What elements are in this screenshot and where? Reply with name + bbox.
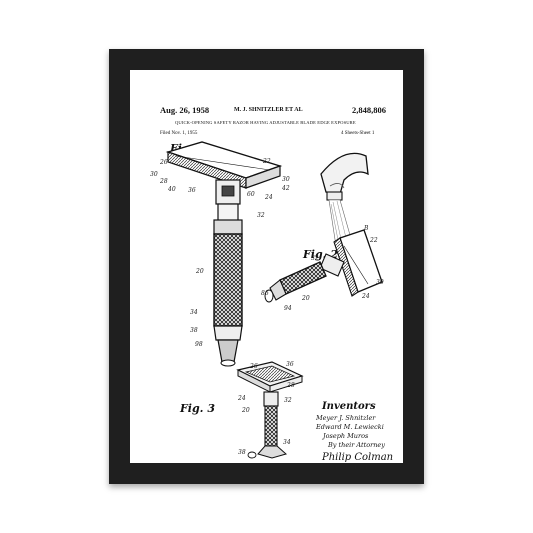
svg-text:34: 34 [283, 439, 291, 446]
svg-text:26: 26 [249, 363, 258, 370]
svg-text:32: 32 [257, 212, 265, 219]
svg-text:20: 20 [241, 407, 250, 414]
fig1-reference-numbers: 22 26 30 30 28 40 36 42 60 24 32 20 34 3… [150, 158, 290, 348]
fig2-reference-numbers: B 22 32 20 86 94 24 30 [261, 225, 384, 312]
fig3-razor [236, 361, 304, 459]
svg-text:38: 38 [190, 327, 198, 334]
fig2-razor [264, 229, 383, 303]
svg-text:22: 22 [369, 237, 378, 244]
svg-text:38: 38 [238, 449, 246, 456]
svg-text:86: 86 [261, 290, 269, 297]
fig3-reference-numbers: 26 36 24 28 32 34 38 20 [237, 361, 295, 456]
svg-text:28: 28 [286, 382, 295, 389]
svg-text:20: 20 [301, 295, 310, 302]
svg-text:22: 22 [262, 158, 271, 165]
svg-text:30: 30 [150, 171, 158, 178]
patent-print: Aug. 26, 1958 M. J. SHNITZLER ET AL 2,84… [130, 70, 403, 463]
patent-number: 2,848,806 [352, 105, 386, 115]
inventor-name-1: Meyer J. Shnitzler [316, 414, 376, 422]
patent-date: Aug. 26, 1958 [160, 105, 210, 115]
svg-text:B: B [363, 225, 369, 232]
svg-text:60: 60 [247, 191, 255, 198]
svg-text:30: 30 [376, 279, 384, 286]
svg-text:36: 36 [286, 361, 294, 368]
svg-text:40: 40 [167, 186, 176, 193]
svg-text:20: 20 [195, 268, 204, 275]
fig1-razor [165, 141, 283, 367]
svg-text:30: 30 [282, 176, 290, 183]
svg-text:28: 28 [159, 178, 168, 185]
patent-inventor: M. J. SHNITZLER ET AL [234, 107, 303, 113]
svg-text:32: 32 [311, 255, 319, 262]
svg-text:34: 34 [190, 309, 198, 316]
inventor-name-2: Edward M. Lewiecki [316, 423, 384, 431]
sheet-count: 4 Sheets-Sheet 1 [341, 131, 375, 136]
svg-text:24: 24 [237, 395, 246, 402]
fig3-label: Fig. 3 [180, 402, 215, 415]
svg-text:36: 36 [188, 187, 196, 194]
inventor-name-3: Joseph Muros [323, 432, 369, 440]
svg-text:94: 94 [284, 305, 292, 312]
patent-title: QUICK-OPENING SAFETY RAZOR HAVING ADJUST… [175, 120, 356, 125]
svg-text:26: 26 [159, 159, 168, 166]
picture-frame: Aug. 26, 1958 M. J. SHNITZLER ET AL 2,84… [109, 49, 424, 484]
filed-date: Filed Nov. 1, 1955 [160, 131, 198, 136]
svg-text:32: 32 [284, 397, 292, 404]
svg-text:24: 24 [264, 194, 273, 201]
svg-text:98: 98 [195, 341, 203, 348]
svg-text:24: 24 [361, 293, 370, 300]
patent-drawing: 22 26 30 30 28 40 36 42 60 24 32 20 34 3… [150, 141, 384, 459]
svg-text:42: 42 [281, 185, 290, 192]
attorney-signature: Philip Colman [322, 452, 394, 463]
attorney-line: By their Attorney [328, 441, 385, 449]
inventors-heading: Inventors [322, 401, 376, 412]
